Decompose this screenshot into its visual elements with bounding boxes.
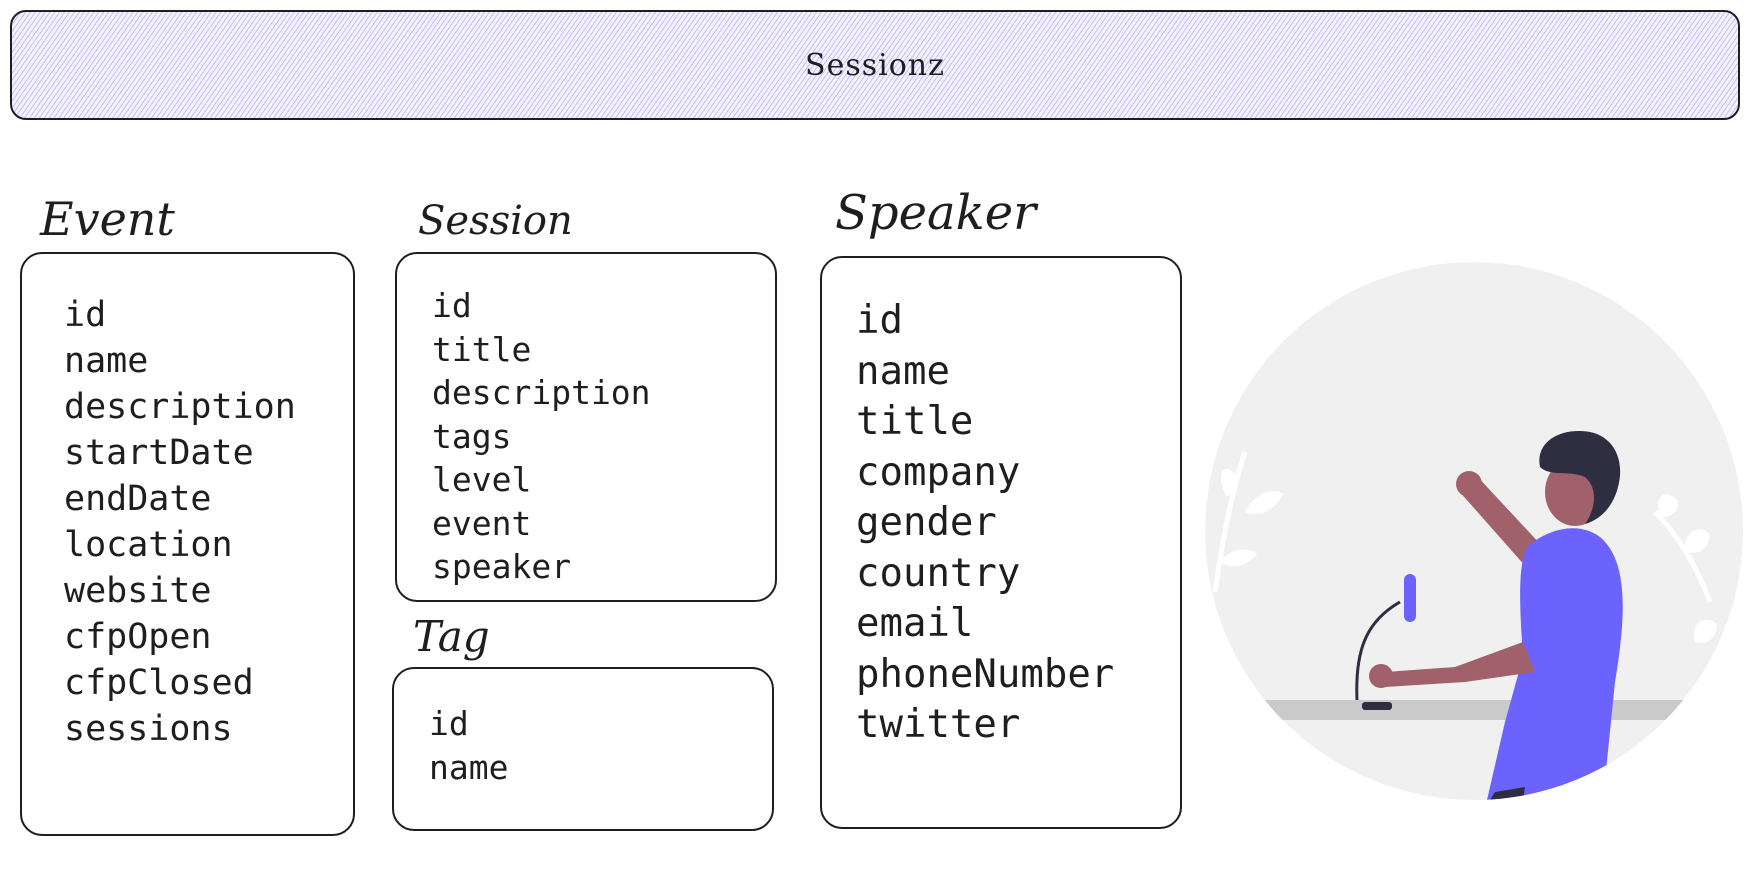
session-field: level: [432, 460, 532, 499]
event-field: location: [64, 525, 233, 565]
tag-heading: Tag: [413, 612, 490, 661]
session-field: id: [432, 286, 472, 325]
speaker-field: gender: [856, 500, 997, 545]
speaker-at-podium-illustration: [1205, 262, 1743, 800]
event-field: cfpClosed: [64, 663, 254, 703]
tag-field: name: [429, 747, 509, 787]
session-heading: Session: [418, 198, 573, 244]
leaf-decoration-right: [1653, 494, 1717, 644]
hair: [1539, 431, 1621, 524]
event-field: website: [64, 571, 212, 611]
session-field: event: [432, 503, 532, 543]
session-field: tags: [432, 416, 512, 456]
speaker-field: phoneNumber: [856, 651, 1115, 697]
event-field: description: [64, 387, 296, 427]
event-field: sessions: [64, 709, 233, 749]
speaker-field: title: [856, 399, 974, 444]
speaker-entity-box: id name title company gender country ema…: [820, 256, 1182, 829]
microphone-icon: [1355, 574, 1416, 710]
tag-field-list: id name: [429, 702, 508, 789]
event-field: startDate: [64, 433, 254, 473]
speaker-field: id: [856, 298, 903, 343]
speaker-field: name: [856, 348, 950, 394]
event-entity-box: id name description startDate endDate lo…: [20, 252, 355, 836]
event-heading: Event: [40, 192, 175, 246]
banner-title: Sessionz: [805, 47, 945, 83]
speaker-field: email: [856, 601, 974, 646]
shirt: [1487, 528, 1623, 800]
speaker-field: country: [856, 550, 1021, 596]
extended-arm: [1385, 642, 1535, 687]
speaker-field-list: id name title company gender country ema…: [856, 296, 1114, 751]
event-field: cfpOpen: [64, 617, 212, 657]
leaf-decoration-left: [1212, 451, 1283, 593]
speaker-field: twitter: [856, 702, 1021, 747]
title-banner: Sessionz: [10, 10, 1740, 120]
event-field: endDate: [64, 479, 212, 519]
session-field: description: [432, 373, 651, 412]
speaker-heading: Speaker: [835, 185, 1037, 241]
event-field-list: id name description startDate endDate lo…: [64, 292, 296, 752]
session-field-list: id title description tags level event sp…: [432, 284, 651, 589]
event-field: name: [64, 341, 149, 381]
event-field: id: [64, 295, 107, 335]
tag-entity-box: id name: [392, 667, 774, 831]
session-entity-box: id title description tags level event sp…: [395, 252, 777, 602]
desk: [1255, 700, 1685, 720]
session-field: title: [432, 329, 532, 369]
tag-field: id: [429, 704, 469, 743]
speaker-field: company: [856, 449, 1021, 495]
session-field: speaker: [432, 547, 572, 586]
